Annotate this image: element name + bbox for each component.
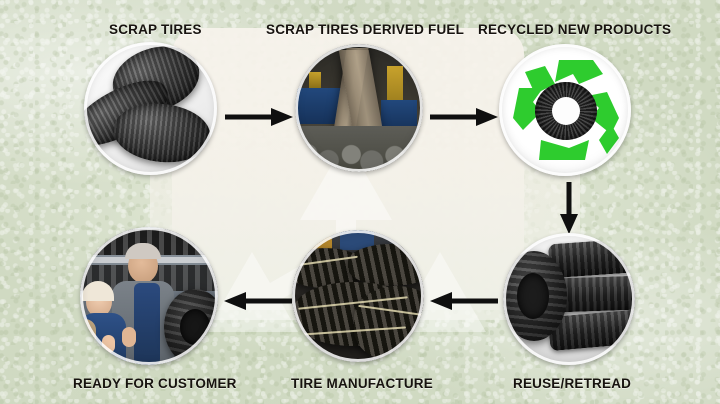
arrow-manufacture-to-customer	[224, 292, 292, 310]
arrow-reuse-to-manufacture	[430, 292, 498, 310]
label-recycled-new-products: RECYCLED NEW PRODUCTS	[478, 22, 672, 37]
node-ready-for-customer[interactable]	[80, 227, 218, 365]
arrow-scrap-to-fuel	[225, 108, 293, 126]
label-reuse-retread: REUSE/RETREAD	[513, 376, 632, 391]
ready-for-customer-photo	[80, 227, 218, 365]
tire-manufacture-photo	[292, 230, 424, 362]
derived-fuel-photo	[295, 44, 423, 172]
recycled-products-photo	[499, 44, 631, 176]
node-scrap-tires[interactable]	[84, 42, 217, 175]
scrap-tires-photo	[84, 42, 217, 175]
reuse-retread-photo	[503, 233, 635, 365]
label-scrap-tires: SCRAP TIRES	[109, 22, 202, 37]
node-recycled-new-products[interactable]	[499, 44, 631, 176]
label-tire-manufacture: TIRE MANUFACTURE	[291, 376, 433, 391]
node-reuse-retread[interactable]	[503, 233, 635, 365]
arrow-recycled-to-reuse	[560, 182, 578, 234]
label-scrap-tires-derived-fuel: SCRAP TIRES DERIVED FUEL	[266, 22, 465, 37]
label-ready-for-customer: READY FOR CUSTOMER	[73, 376, 237, 391]
node-scrap-tires-derived-fuel[interactable]	[295, 44, 423, 172]
arrow-fuel-to-recycled	[430, 108, 498, 126]
node-tire-manufacture[interactable]	[292, 230, 424, 362]
